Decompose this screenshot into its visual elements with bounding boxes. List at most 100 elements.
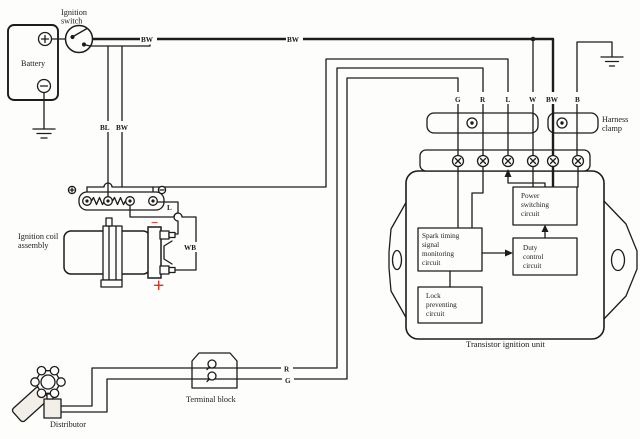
wire-l-feed <box>86 58 509 188</box>
label-wb: WB <box>184 244 196 252</box>
distributor: Distributor <box>11 365 86 429</box>
resistor-block <box>67 185 197 271</box>
right-mount-tab <box>601 198 638 322</box>
harness-clamp-label-1: Harness <box>602 115 628 124</box>
spark-box-line4: circuit <box>422 259 440 267</box>
terminal-r-contact <box>476 154 490 168</box>
spark-timing-box <box>417 227 483 272</box>
terminal-letter-r: R <box>480 96 486 104</box>
battery-label: Battery <box>21 59 46 68</box>
power-switching-box <box>512 186 578 226</box>
left-mount-hole <box>391 249 403 271</box>
wire-labels: BW BW BL BW L WB R G G R L W BW B <box>99 33 584 385</box>
label-bw-1: BW <box>141 36 154 44</box>
terminal-block-body <box>191 352 238 389</box>
distributor-cam <box>30 365 66 399</box>
terminal-letter-g: G <box>455 96 461 104</box>
terminal-block: Terminal block <box>186 352 238 404</box>
resistor-terminals <box>82 196 158 206</box>
coil-bracket-bottom-tab <box>100 279 123 288</box>
wire-l-to-coil-minus <box>157 201 179 235</box>
terminal-tails <box>206 366 211 383</box>
screw-dot <box>560 121 564 125</box>
resistor-risers <box>86 186 154 193</box>
wire-bw-main <box>90 37 555 158</box>
label-r: R <box>284 366 290 374</box>
ignition-coil-label-1: Ignition coil <box>18 232 59 241</box>
coil-bracket-top-tab <box>105 217 113 227</box>
plus-glyph <box>40 34 50 44</box>
coil-minus-nut <box>168 231 176 239</box>
power-box-line1: Power <box>521 192 540 200</box>
circled-plus-mark <box>67 185 77 195</box>
terminal-letter-l: L <box>506 96 511 104</box>
ignition-coil: − + Ignition coil assembly <box>18 215 176 297</box>
coil-plus-nut <box>168 266 176 274</box>
arrow-spark-to-duty-head <box>505 249 513 257</box>
harness-clamp-label-2: clamp <box>602 124 622 133</box>
label-bw-2: BW <box>287 36 300 44</box>
int-wire-output <box>507 175 546 188</box>
left-mount-tab <box>388 198 409 322</box>
coil-plus-post <box>159 265 170 275</box>
terminal-bw-contact <box>546 154 560 168</box>
terminal-g-contact <box>451 154 465 168</box>
switch-out-lead <box>84 44 92 47</box>
coil-minus-mark: − <box>151 215 158 230</box>
terminal-letter-w: W <box>529 96 537 104</box>
duty-box-line2: control <box>523 253 543 261</box>
coil-cap <box>147 226 162 279</box>
terminal-letter-bw: BW <box>546 96 559 104</box>
terminal-w-contact <box>526 154 540 168</box>
coil-bracket-lines <box>108 225 117 281</box>
lock-preventing-box <box>417 286 483 324</box>
int-wire-r <box>471 166 484 229</box>
arrow-duty-to-power-head <box>541 224 549 232</box>
resistor-zigzag-1 <box>90 196 106 206</box>
unit-connector-terminals <box>451 154 585 168</box>
screw-dot <box>470 121 474 125</box>
distributor-label: Distributor <box>50 420 86 429</box>
switch-contact-out <box>81 42 87 47</box>
terminal-upper <box>207 359 217 369</box>
ground-symbol-right <box>600 56 624 67</box>
clamp-body <box>547 112 599 134</box>
right-mount-hole <box>610 248 626 272</box>
terminal-letter-b: B <box>575 96 580 104</box>
unit-internal: Power switching circuit Spark timing sig… <box>417 165 579 324</box>
ignition-switch: Ignition switch <box>61 8 94 54</box>
ignition-coil-label-2: assembly <box>18 241 49 250</box>
terminal-b-contact <box>571 154 585 168</box>
clamp-screws <box>466 117 568 129</box>
lock-box-line1: Lock <box>426 292 441 300</box>
ignition-switch-label-1: Ignition <box>61 8 87 17</box>
label-bw-vertical: BW <box>116 124 129 132</box>
wire-r-feed <box>59 67 484 407</box>
label-l: L <box>167 204 172 212</box>
duty-box-line1: Duty <box>523 244 538 252</box>
coil-cap-notch <box>163 240 173 265</box>
coil-bracket <box>102 225 123 281</box>
switch-blade <box>73 27 88 37</box>
resistor-zigzag-2 <box>111 196 127 206</box>
duty-box-line3: circuit <box>523 262 541 270</box>
distributor-connector <box>43 398 62 419</box>
spark-box-line2: signal <box>422 241 439 249</box>
ground-symbol-battery <box>32 128 56 139</box>
power-box-line2: switching <box>521 201 549 209</box>
power-box-line3: circuit <box>521 210 539 218</box>
spark-box-line1: Spark timing <box>422 232 460 240</box>
label-bl: BL <box>100 124 110 132</box>
coil-minus-post <box>159 230 170 240</box>
label-g: G <box>285 377 291 385</box>
lock-box-line3: circuit <box>426 310 444 318</box>
circled-minus-mark <box>157 185 167 195</box>
ignition-switch-label-2: switch <box>61 17 82 26</box>
terminal-l-contact <box>501 154 515 168</box>
terminal-lower <box>207 371 217 381</box>
transistor-unit-label: Transistor ignition unit <box>466 339 546 349</box>
harness-clamp-right <box>547 112 599 134</box>
switch-body <box>64 24 94 54</box>
